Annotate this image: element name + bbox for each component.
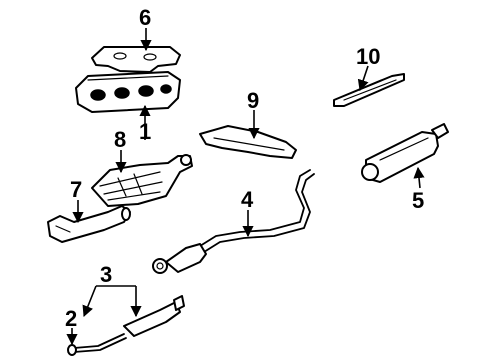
callout-6: 6 (139, 5, 151, 30)
part-9-heat-shield (199, 125, 297, 159)
callout-3: 3 (100, 262, 112, 287)
part-7-front-pipe (47, 205, 131, 243)
callout-5: 5 (412, 188, 424, 213)
callout-2: 2 (65, 306, 77, 331)
part-4-intermediate-pipe (152, 169, 315, 274)
callout-9: 9 (247, 88, 259, 113)
part-10-heat-shield-strip (333, 73, 405, 107)
leader-lines (66, 28, 425, 346)
callout-1: 1 (139, 119, 151, 144)
part-3-resonator-pipe (67, 295, 185, 356)
part-8-catalytic-converter (91, 154, 193, 207)
part-1-exhaust-manifold (75, 71, 181, 113)
callout-10: 10 (356, 44, 380, 69)
callout-4: 4 (241, 187, 254, 212)
callout-8: 8 (114, 127, 126, 152)
callout-7: 7 (70, 177, 82, 202)
part-6-manifold-heat-shield (91, 46, 181, 73)
part-5-muffler (361, 123, 449, 183)
